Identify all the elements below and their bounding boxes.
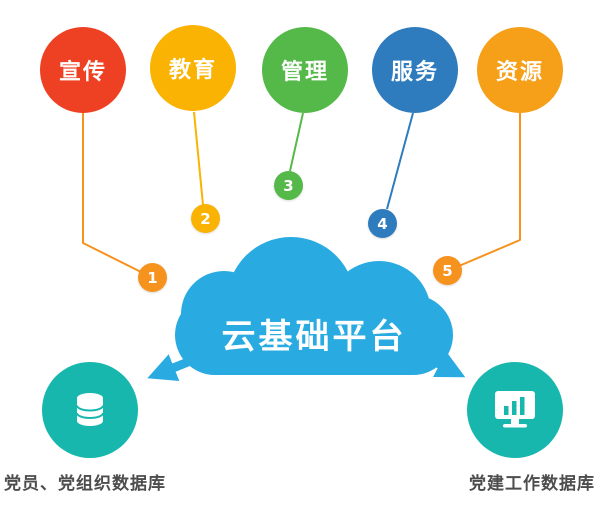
category-label-publicity: 宣传: [58, 60, 107, 85]
category-circle-education: 教育: [150, 25, 236, 111]
database-circle-right: [467, 362, 563, 458]
step-badge-2: 2: [191, 204, 220, 233]
connector-line-4: [386, 112, 414, 210]
step-badge-5: 5: [433, 256, 462, 285]
step-number-1: 1: [147, 268, 158, 287]
connector-line-3: [289, 112, 304, 172]
category-label-resources: 资源: [495, 60, 544, 85]
category-label-service: 服务: [390, 60, 439, 85]
step-number-4: 4: [377, 214, 388, 233]
category-circle-resources: 资源: [477, 27, 563, 113]
category-label-education: 教育: [168, 58, 217, 83]
monitor-chart-icon: [495, 391, 535, 428]
database-icon: [76, 393, 104, 426]
database-label-right: 党建工作数据库: [469, 474, 595, 494]
step-number-5: 5: [442, 261, 453, 280]
category-circle-service: 服务: [372, 27, 458, 113]
database-circle-left: [42, 362, 138, 458]
cloud-platform-label: 云基础平台: [221, 317, 407, 357]
database-label-left: 党员、党组织数据库: [4, 474, 166, 494]
category-circle-management: 管理: [262, 27, 348, 113]
step-number-3: 3: [283, 176, 294, 195]
step-number-2: 2: [200, 209, 211, 228]
category-label-management: 管理: [280, 60, 329, 85]
cloud-platform: 云基础平台: [175, 237, 453, 375]
step-badge-1: 1: [138, 263, 167, 292]
cloud-base: [175, 295, 453, 375]
connector-line-1: [82, 113, 142, 273]
connector-line-2: [193, 111, 204, 206]
step-badge-3: 3: [274, 171, 303, 200]
step-badge-4: 4: [368, 209, 397, 238]
connector-line-5: [458, 113, 521, 267]
category-circle-publicity: 宣传: [40, 27, 126, 113]
